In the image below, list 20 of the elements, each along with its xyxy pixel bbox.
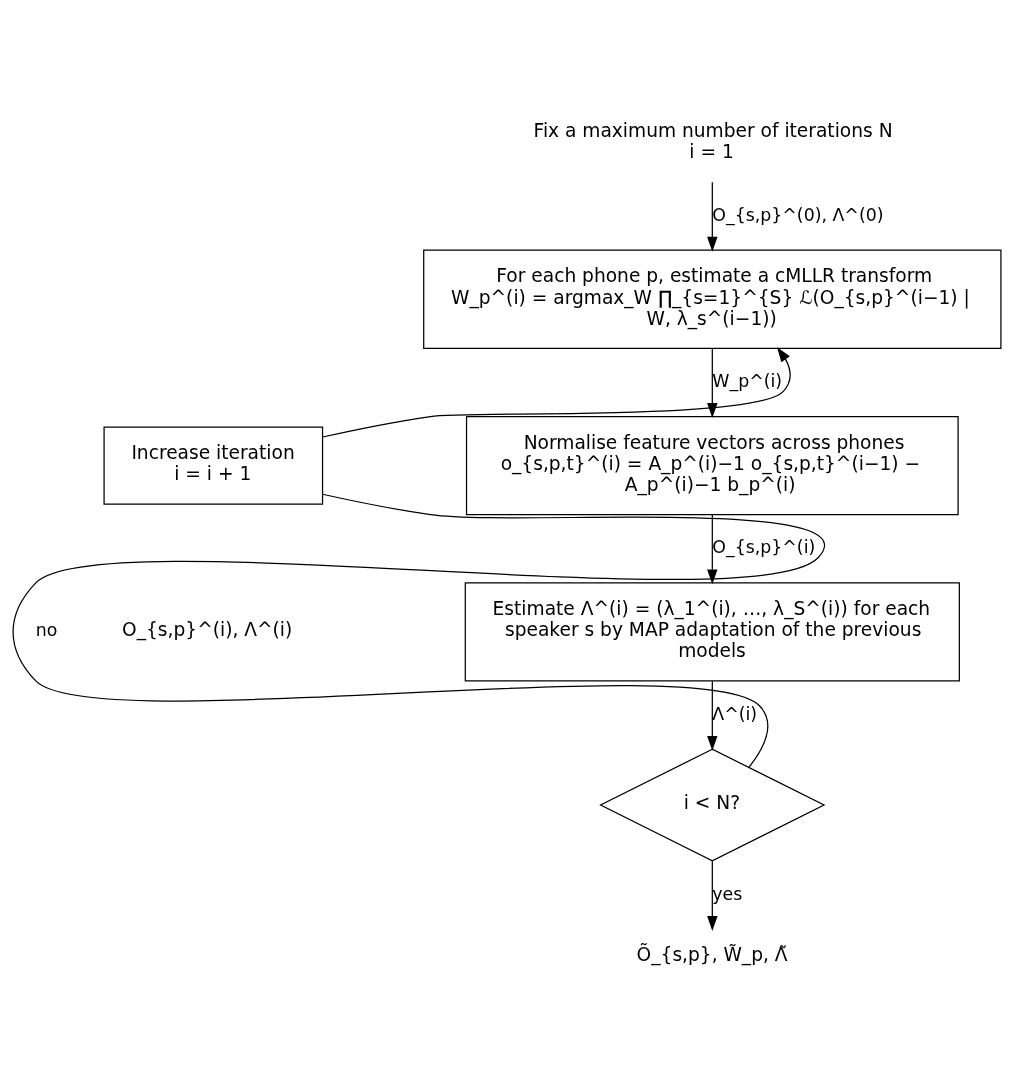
connector	[12, 493, 826, 768]
node-text: Fix a maximum number of iterations N i = 1	[533, 120, 893, 163]
node-box: Increase iteration i = i + 1	[103, 426, 324, 505]
arrow	[707, 181, 718, 252]
arrow	[707, 860, 718, 931]
label: O_{s,p}^(i), Λ^(i)	[122, 619, 293, 641]
node-text: Õ_{s,p}, W̃_p, Λ̃	[636, 944, 788, 966]
node-box: Estimate Λ^(i) = (λ_1^(i), …, λ_S^(i)) for each speaker s by MAP adaptation of the previous models	[464, 582, 960, 682]
arrow	[322, 347, 791, 438]
edge-label: no	[35, 620, 58, 641]
node-box: Normalise feature vectors across phones o_{s,p,t}^(i) = A_p^(i)−1 o_{s,p,t}^(i−1) − A_p^(i)−1 b_p^(i)	[465, 415, 959, 516]
node-diamond: i < N?	[599, 748, 826, 862]
arrow	[707, 680, 718, 751]
node-box: For each phone p, estimate a cMLLR transform W_p^(i) = argmax_W ∏_{s=1}^{S} ℒ(O_{s,p}^(i−1) | W, λ_s^(i−1))	[423, 249, 1002, 349]
arrow	[707, 347, 718, 418]
arrow	[707, 514, 718, 585]
edge-label: W_p^(i)	[712, 370, 783, 391]
edge-label: O_{s,p}^(0), Λ^(0)	[712, 204, 884, 225]
edge-label: yes	[712, 883, 743, 904]
edge-label: O_{s,p}^(i)	[712, 537, 816, 558]
